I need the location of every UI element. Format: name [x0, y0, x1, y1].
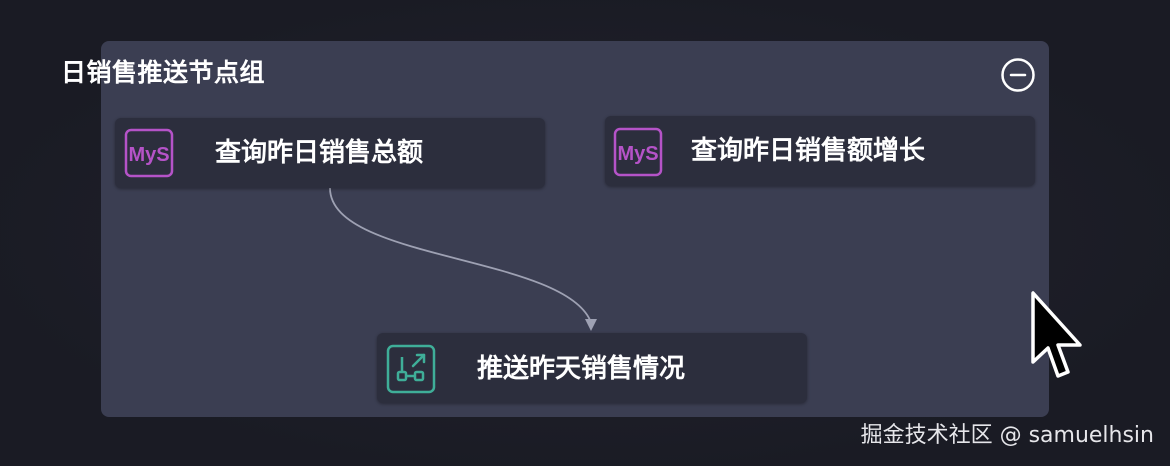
minus-circle-icon [1001, 58, 1035, 92]
mysql-icon-text: MyS [617, 143, 658, 165]
node-label: 推送昨天销售情况 [477, 354, 686, 384]
node-query-yesterday-sales-total[interactable]: MyS 查询昨日销售总额 [115, 118, 545, 188]
node-label: 查询昨日销售总额 [215, 138, 424, 168]
collapse-group-button[interactable] [1000, 57, 1036, 93]
group-title: 日销售推送节点组 [61, 58, 266, 87]
mysql-icon: MyS [124, 128, 174, 178]
watermark: 掘金技术社区 @ samuelhsin [860, 423, 1154, 448]
workflow-push-icon [386, 344, 436, 394]
mysql-icon-text: MyS [128, 144, 169, 166]
node-label: 查询昨日销售额增长 [691, 136, 926, 166]
mouse-cursor-icon [1030, 290, 1090, 382]
node-push-yesterday-sales[interactable]: 推送昨天销售情况 [377, 333, 807, 403]
mysql-icon: MyS [613, 127, 663, 177]
node-query-yesterday-sales-growth[interactable]: MyS 查询昨日销售额增长 [605, 116, 1035, 186]
